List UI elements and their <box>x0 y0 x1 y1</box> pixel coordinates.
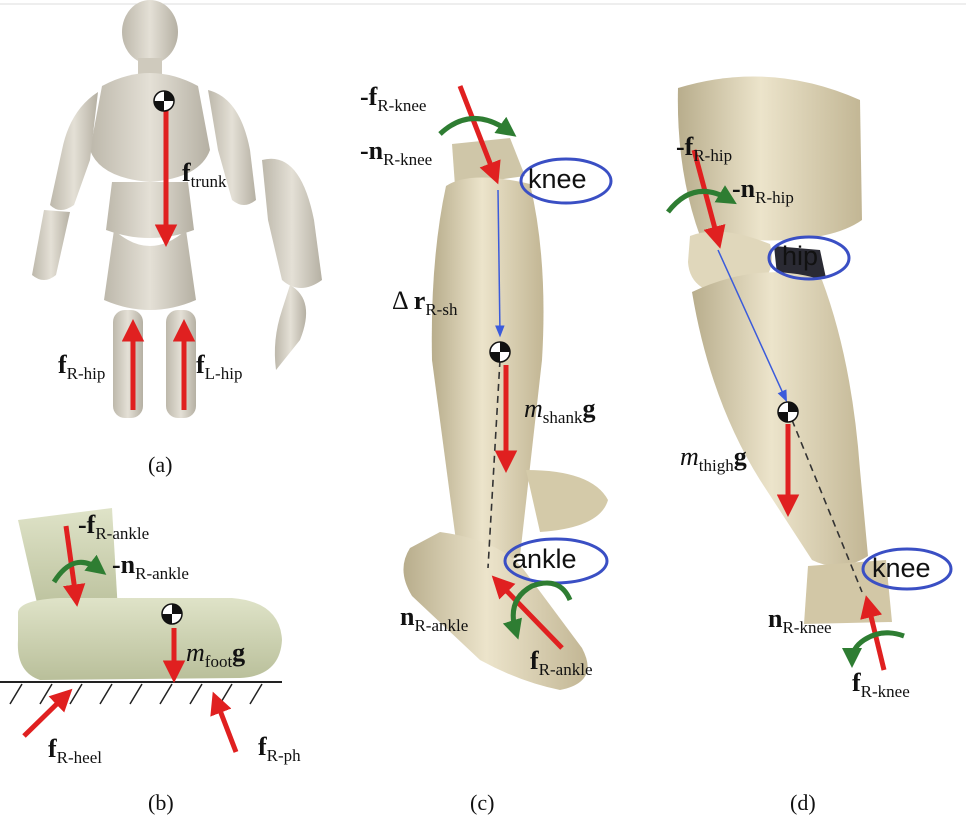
joint-label-ankle-c: ankle <box>512 546 577 573</box>
label-sub: R-knee <box>861 682 910 701</box>
label-pre: - <box>360 82 369 111</box>
label-sub: R-ph <box>267 746 301 765</box>
caption-a: (a) <box>148 454 172 476</box>
label-pre: - <box>78 510 87 539</box>
label-sub: R-hip <box>67 364 106 383</box>
label-f-r-hip: fR-hip <box>58 352 105 382</box>
label-f-r-ph: fR-ph <box>258 734 301 764</box>
force-arrow-b-heel <box>24 695 66 736</box>
label-mass: m <box>524 394 543 423</box>
joint-label-knee-d: knee <box>872 555 931 582</box>
center-of-mass-trunk <box>154 91 174 111</box>
label-neg-f-r-hip: -fR-hip <box>676 134 732 164</box>
label-sub: R-hip <box>693 146 732 165</box>
label-sub: R-ankle <box>539 660 593 679</box>
label-mass: m <box>680 442 699 471</box>
center-of-mass-thigh <box>778 402 798 422</box>
label-pre: - <box>732 174 741 203</box>
label-sub: trunk <box>191 172 227 191</box>
label-main: f <box>48 734 57 763</box>
label-f-r-ankle: fR-ankle <box>530 648 593 678</box>
label-sub: R-knee <box>377 96 426 115</box>
label-sub: thigh <box>699 456 734 475</box>
joint-label-hip-d: hip <box>782 243 818 270</box>
label-n-r-ankle: nR-ankle <box>400 604 468 634</box>
label-neg-n-r-ankle: -nR-ankle <box>112 552 189 582</box>
label-main: r <box>414 286 426 315</box>
label-sub: R-sh <box>425 300 457 319</box>
label-f-trunk: ftrunk <box>182 160 227 190</box>
label-m-shank-g: mshankg <box>524 396 595 426</box>
label-f-r-heel: fR-heel <box>48 736 102 766</box>
label-delta-r-r-sh: Δ rR-sh <box>392 288 457 318</box>
label-neg-n-r-hip: -nR-hip <box>732 176 794 206</box>
label-main: f <box>182 158 191 187</box>
label-f-r-knee: fR-knee <box>852 670 910 700</box>
label-main: f <box>530 646 539 675</box>
label-main: f <box>258 732 267 761</box>
label-main: n <box>741 174 755 203</box>
label-m-foot-g: mfootg <box>186 640 245 670</box>
center-of-mass-shank <box>490 342 510 362</box>
label-sub: R-ankle <box>95 524 149 543</box>
caption-c: (c) <box>470 792 494 814</box>
label-n-r-knee: nR-knee <box>768 606 832 636</box>
center-of-mass-foot <box>162 604 182 624</box>
label-gravity: g <box>232 638 245 667</box>
label-sub: R-hip <box>755 188 794 207</box>
label-pre: - <box>112 550 121 579</box>
label-pre: - <box>676 132 685 161</box>
label-main: n <box>400 602 414 631</box>
label-main: f <box>852 668 861 697</box>
label-gravity: g <box>582 394 595 423</box>
label-m-thigh-g: mthighg <box>680 444 747 474</box>
label-main: n <box>369 136 383 165</box>
force-arrow-b-ph <box>216 700 236 752</box>
label-gravity: g <box>734 442 747 471</box>
label-sub: shank <box>543 408 583 427</box>
caption-d: (d) <box>790 792 816 814</box>
label-main: n <box>768 604 782 633</box>
label-sub: R-ankle <box>414 616 468 635</box>
label-neg-f-r-ankle: -fR-ankle <box>78 512 149 542</box>
label-neg-f-r-knee: -fR-knee <box>360 84 426 114</box>
label-main: n <box>121 550 135 579</box>
label-sub: R-knee <box>782 618 831 637</box>
label-mass: m <box>186 638 205 667</box>
label-sub: R-knee <box>383 150 432 169</box>
label-sub: foot <box>205 652 232 671</box>
label-sub: R-heel <box>57 748 102 767</box>
label-main: f <box>58 350 67 379</box>
label-sub: L-hip <box>205 364 243 383</box>
caption-b: (b) <box>148 792 174 814</box>
joint-label-knee-c: knee <box>528 166 587 193</box>
label-sub: R-ankle <box>135 564 189 583</box>
label-pre: - <box>360 136 369 165</box>
label-f-l-hip: fL-hip <box>196 352 242 382</box>
label-delta: Δ <box>392 286 407 315</box>
label-neg-n-r-knee: -nR-knee <box>360 138 432 168</box>
label-main: f <box>196 350 205 379</box>
